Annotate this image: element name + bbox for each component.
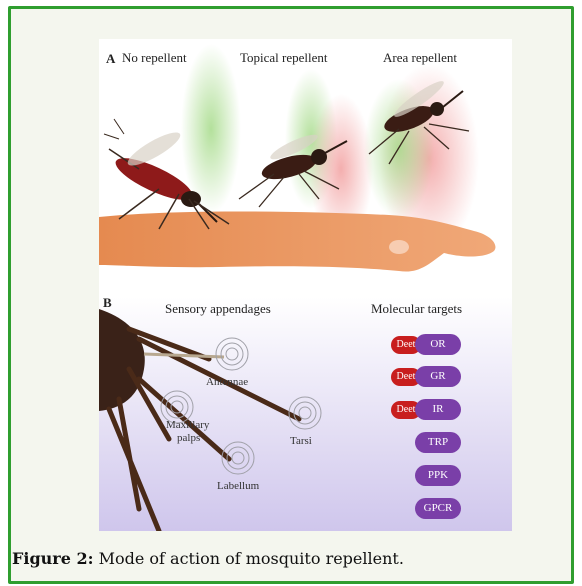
- label-antennae: Antennae: [206, 376, 248, 388]
- label-labellum: Labellum: [217, 480, 259, 492]
- figure-illustration: [99, 39, 512, 531]
- label-topical-repellent: Topical repellent: [240, 50, 328, 66]
- label-no-repellent: No repellent: [122, 50, 187, 66]
- figure-image: A No repellent Topical repellent Area re…: [99, 39, 512, 531]
- molecular-targets-title: Molecular targets: [371, 301, 462, 317]
- target-trp: TRP: [415, 432, 461, 453]
- target-gpcr: GPCR: [415, 498, 461, 519]
- sensory-appendages-title: Sensory appendages: [165, 301, 271, 317]
- panel-a-letter: A: [106, 51, 115, 67]
- label-maxillary: Maxillary: [166, 419, 209, 431]
- target-ir: IR: [415, 399, 461, 420]
- label-palps: palps: [177, 432, 200, 444]
- label-area-repellent: Area repellent: [383, 50, 457, 66]
- target-ppk: PPK: [415, 465, 461, 486]
- panel-b-letter: B: [103, 295, 112, 311]
- bite-spot: [389, 240, 409, 254]
- caption-text: Mode of action of mosquito repellent.: [93, 549, 403, 568]
- figure-caption: Figure 2: Mode of action of mosquito rep…: [12, 549, 572, 568]
- scent-plume: [181, 44, 241, 214]
- target-or: OR: [415, 334, 461, 355]
- caption-prefix: Figure 2:: [12, 549, 93, 568]
- label-tarsi: Tarsi: [290, 435, 312, 447]
- target-gr: GR: [415, 366, 461, 387]
